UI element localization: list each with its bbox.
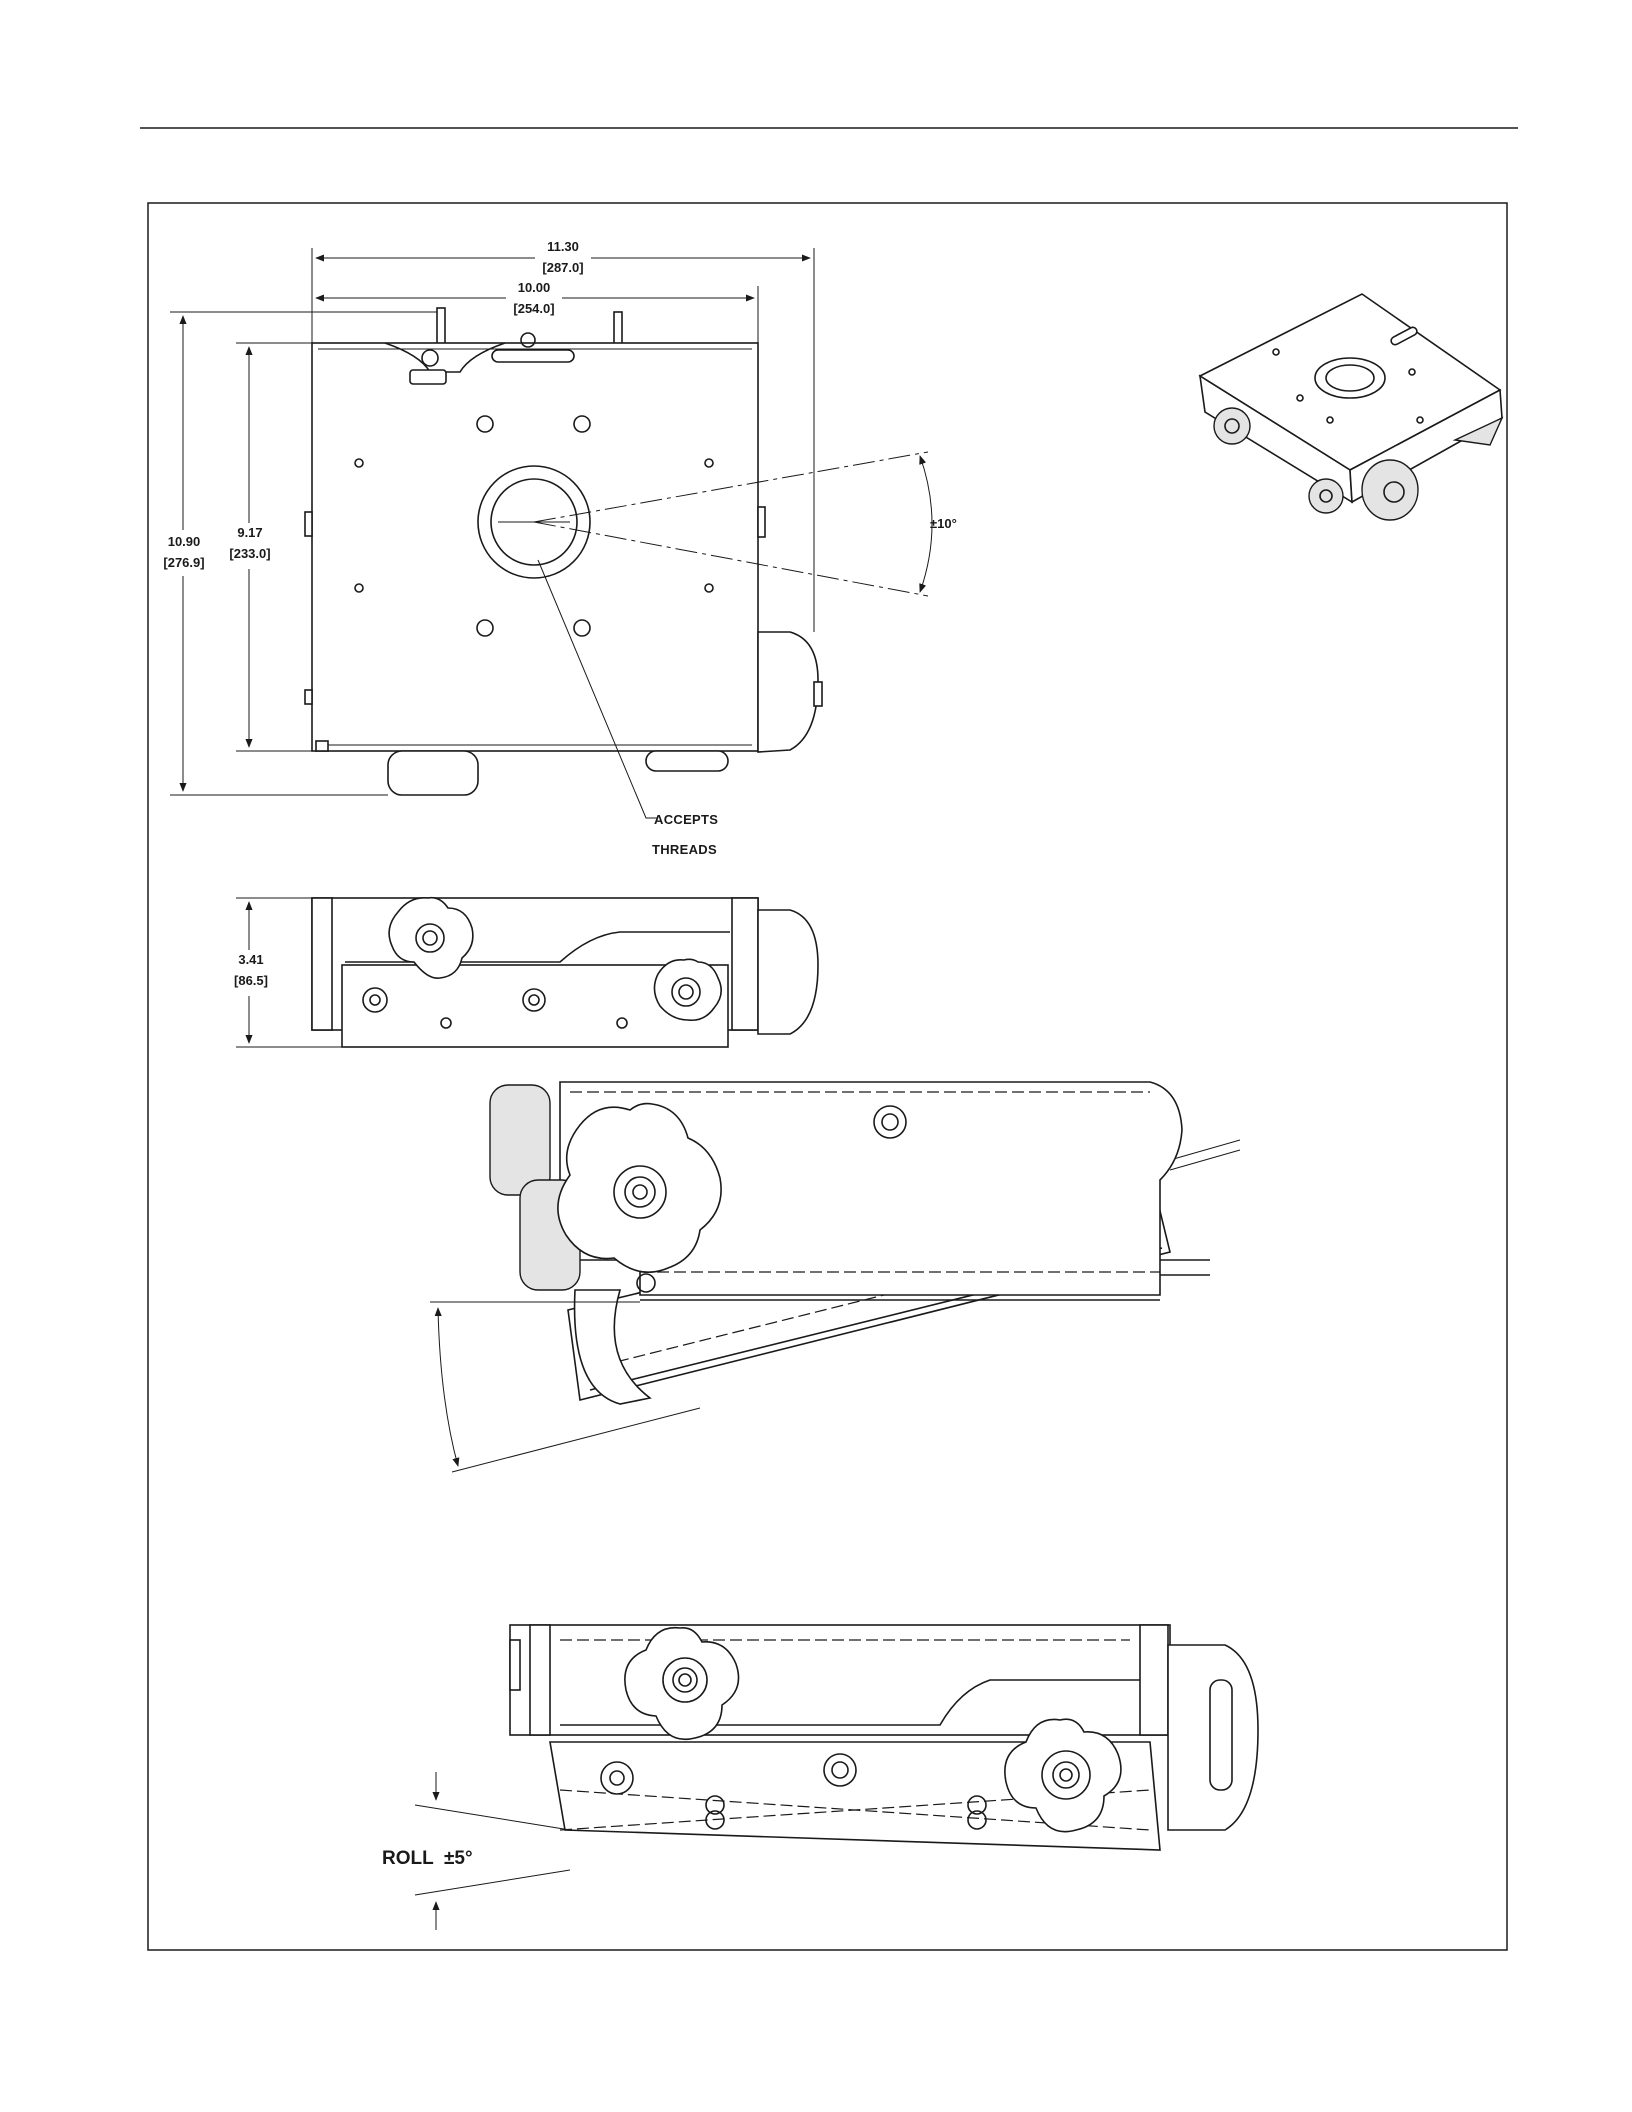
roll-view bbox=[415, 1625, 1258, 1930]
profile-height-value: 3.41 bbox=[238, 952, 263, 967]
isometric-view bbox=[1200, 294, 1502, 520]
roll-value: ±5° bbox=[444, 1848, 473, 1869]
threads-label: THREADS bbox=[652, 842, 717, 857]
top-view: ±10° bbox=[305, 308, 957, 818]
plate-width-mm: [254.0] bbox=[513, 301, 554, 316]
accepts-label: ACCEPTS bbox=[654, 812, 718, 827]
overall-height-value: 10.90 bbox=[168, 534, 201, 549]
plate-width-value: 10.00 bbox=[518, 280, 551, 295]
overall-width-value: 11.30 bbox=[547, 239, 579, 254]
side-view bbox=[312, 898, 818, 1047]
roll-label: ROLL bbox=[382, 1848, 434, 1869]
plate-height-mm: [233.0] bbox=[229, 546, 270, 561]
swivel-angle-label: ±10° bbox=[930, 516, 957, 531]
overall-height-mm: [276.9] bbox=[163, 555, 204, 570]
tilt-view bbox=[430, 1082, 1240, 1472]
profile-height-mm: [86.5] bbox=[234, 973, 268, 988]
plate-height-value: 9.17 bbox=[237, 525, 262, 540]
overall-width-mm: [287.0] bbox=[542, 260, 583, 275]
